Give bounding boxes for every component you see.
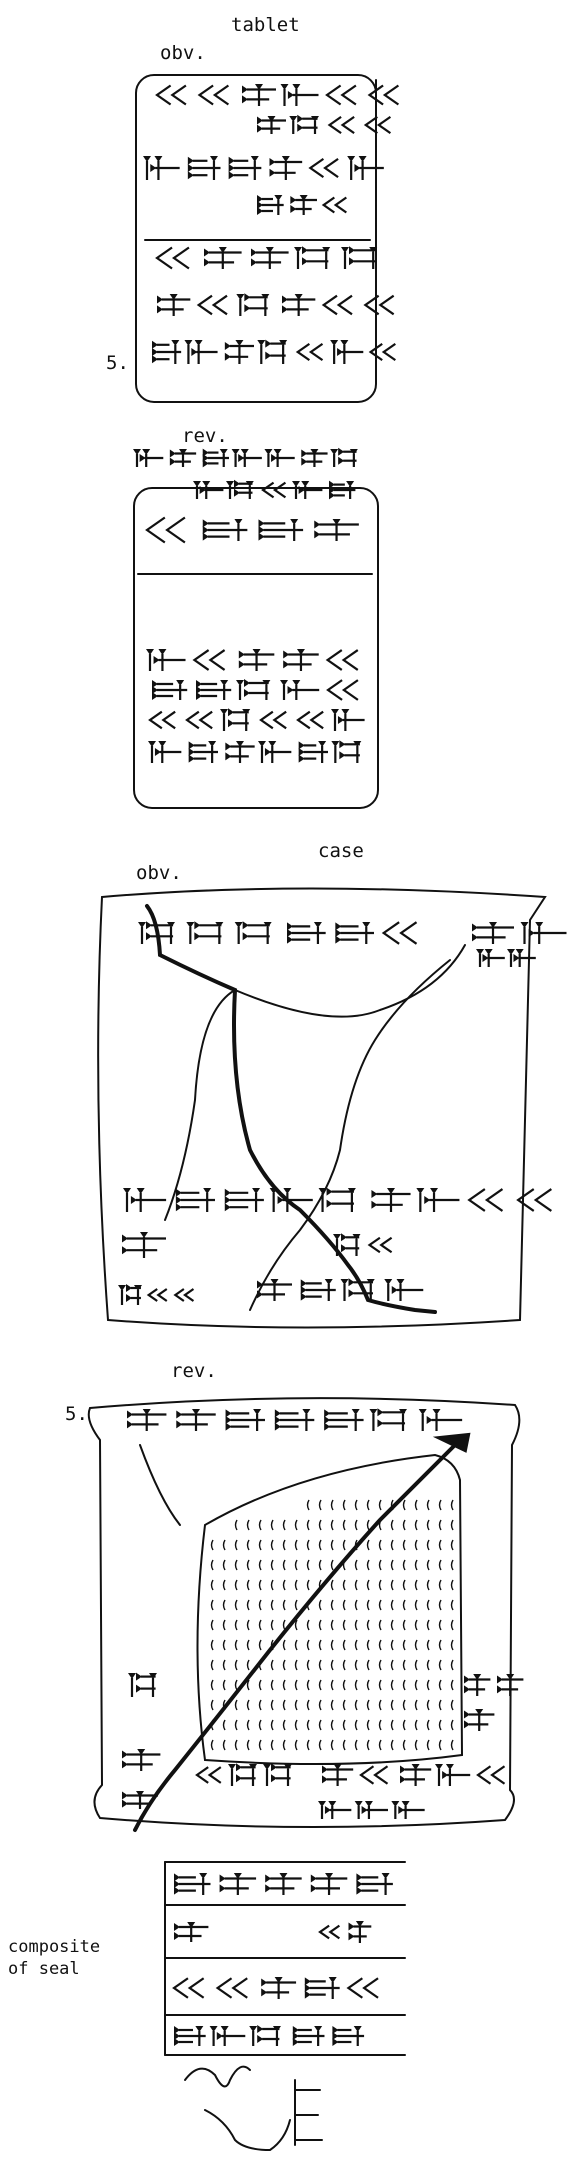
cuneiform-line bbox=[148, 740, 362, 763]
cuneiform-line bbox=[333, 1233, 393, 1256]
cuneiform-line bbox=[472, 922, 567, 944]
cuneiform-line bbox=[174, 2025, 365, 2046]
cuneiform-line bbox=[172, 1977, 379, 1999]
case-reverse-erasure bbox=[139, 1444, 464, 1765]
case-line-marker-5: 5. bbox=[65, 1403, 88, 1425]
cuneiform-line bbox=[123, 1187, 552, 1212]
cuneiform-line bbox=[464, 1674, 524, 1696]
cuneiform-line bbox=[152, 339, 396, 364]
seal-frame bbox=[164, 1861, 406, 2056]
cuneiform-line bbox=[464, 1709, 495, 1731]
seal-caption: composite of seal bbox=[8, 1937, 101, 1979]
cuneiform-line bbox=[138, 921, 418, 945]
cuneiform-line bbox=[257, 114, 392, 135]
tablet-reverse-outline bbox=[133, 487, 379, 809]
cuneiform-line bbox=[122, 1232, 166, 1258]
cuneiform-line bbox=[146, 649, 359, 671]
cuneiform-line bbox=[152, 679, 359, 701]
case-reverse-outline bbox=[87, 1397, 521, 1829]
cuneiform-line bbox=[148, 708, 365, 731]
cuneiform-line bbox=[174, 1873, 393, 1895]
case-reverse-label: rev. bbox=[171, 1360, 217, 1382]
tablet-reverse-label: rev. bbox=[182, 425, 228, 447]
case-title: case bbox=[318, 840, 364, 862]
cuneiform-line bbox=[318, 1921, 372, 1943]
cuneiform-line bbox=[157, 293, 395, 316]
cuneiform-line bbox=[118, 1284, 195, 1305]
tablet-line-marker-5: 5. bbox=[106, 352, 129, 374]
tablet-obverse-label: obv. bbox=[160, 42, 206, 64]
case-obverse-outline bbox=[97, 887, 547, 1329]
cuneiform-line bbox=[122, 1791, 158, 1809]
cuneiform-line bbox=[155, 246, 378, 270]
cuneiform-line bbox=[476, 949, 536, 967]
case-obverse-crack-thin bbox=[164, 944, 466, 1311]
cuneiform-line bbox=[127, 1408, 463, 1431]
cuneiform-line bbox=[143, 156, 384, 180]
case-reverse-crack-bold bbox=[133, 1432, 471, 1832]
tablet-obverse-outline bbox=[135, 74, 377, 403]
cuneiform-line bbox=[128, 1672, 157, 1697]
cuneiform-line bbox=[322, 1764, 506, 1786]
case-obverse-label: obv. bbox=[136, 862, 182, 884]
seal-fragment bbox=[184, 2065, 323, 2152]
tablet-title: tablet bbox=[231, 14, 300, 36]
case-reverse-stipple bbox=[210, 1499, 454, 1751]
cuneiform-line bbox=[174, 1922, 209, 1942]
cuneiform-line bbox=[257, 1278, 424, 1301]
cuneiform-line bbox=[318, 1801, 425, 1819]
cuneiform-line bbox=[193, 479, 356, 500]
cuneiform-line bbox=[145, 516, 359, 544]
cuneiform-line bbox=[133, 447, 358, 468]
cuneiform-line bbox=[155, 84, 400, 106]
cuneiform-line bbox=[122, 1749, 161, 1771]
cuneiform-line bbox=[257, 195, 347, 215]
cuneiform-line bbox=[195, 1763, 292, 1786]
